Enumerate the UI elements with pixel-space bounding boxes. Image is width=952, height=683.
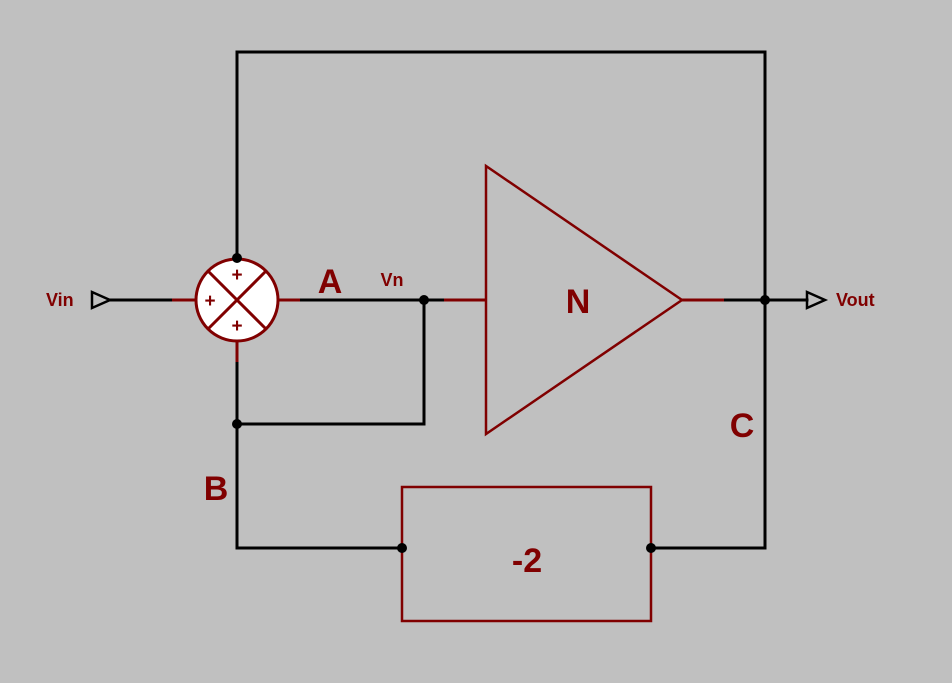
node-c-wire (649, 298, 767, 550)
junction-dot-block-right (646, 543, 656, 553)
junction-dot-block-left (397, 543, 407, 553)
input-port[interactable]: Vin (46, 290, 114, 310)
junction-dot-vn (419, 295, 429, 305)
node-label-vn: Vn (380, 270, 403, 290)
amplifier[interactable]: N (484, 163, 685, 437)
amplifier-triangle-icon (484, 163, 685, 437)
feedback-block-box (400, 485, 653, 623)
output-port-icon (805, 290, 829, 310)
feedback-block[interactable]: -2 (400, 485, 653, 623)
amplifier-gain-label: N (566, 283, 591, 321)
junction-dot-b (232, 419, 242, 429)
node-label-c: C (730, 407, 755, 445)
summer-sign-bottom: + (231, 316, 242, 337)
summing-junction[interactable]: + + + (194, 257, 280, 343)
summer-sign-left: + (204, 291, 215, 312)
junction-dots (232, 253, 770, 553)
vn-loop-wire (235, 298, 426, 426)
node-label-b: B (204, 470, 229, 508)
input-port-label: Vin (46, 290, 74, 310)
summer-sign-top: + (231, 265, 242, 286)
input-port-icon (90, 290, 114, 310)
junction-dot-summer-top (232, 253, 242, 263)
top-feedback-wire (235, 50, 767, 302)
output-port-label: Vout (836, 290, 875, 310)
node-label-a: A (318, 263, 343, 301)
feedback-block-gain-label: -2 (512, 542, 542, 580)
node-b-wire (235, 360, 404, 550)
junction-dot-vout (760, 295, 770, 305)
output-port[interactable]: Vout (805, 290, 875, 310)
